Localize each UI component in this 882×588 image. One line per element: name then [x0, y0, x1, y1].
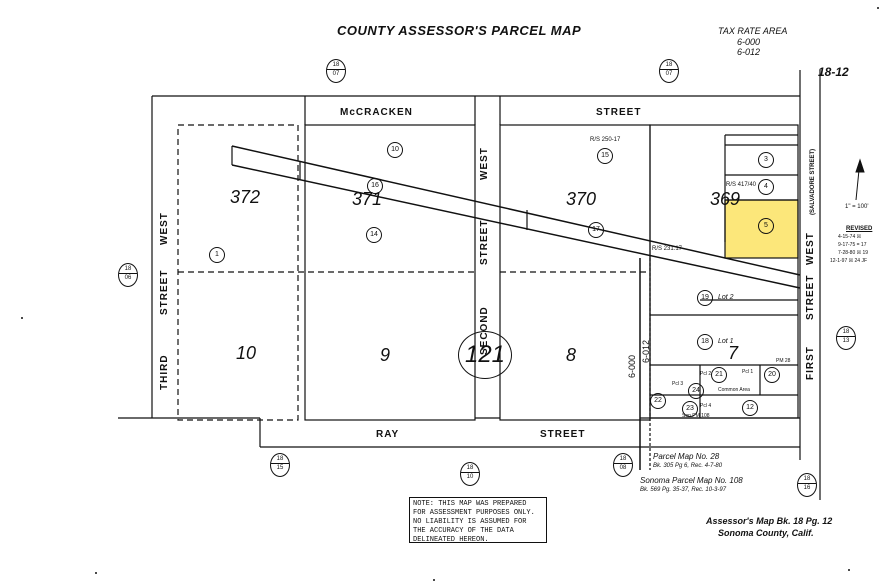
block-7: 7	[728, 343, 739, 363]
map-tag-top: 18	[327, 60, 345, 70]
lot-2-label: Lot 2	[718, 294, 734, 301]
revised-entry: 12-1-97 ☒ 24 JF	[830, 258, 867, 264]
parcel-18[interactable]: 18	[697, 334, 713, 350]
common-area-label: Common Area	[718, 387, 750, 393]
block-9: 9	[380, 345, 391, 365]
street-first-west: WEST	[805, 232, 816, 265]
parcel-19[interactable]: 19	[697, 290, 713, 306]
pcl2-label: Pcl 2	[700, 371, 712, 377]
map-tag-top: 18	[837, 327, 855, 337]
street-third-west: WEST	[159, 212, 170, 245]
map-tag-bot: 07	[332, 71, 340, 77]
map-tag-bot: 15	[276, 465, 284, 471]
parcel-24[interactable]: 24	[688, 383, 704, 399]
parcel-3[interactable]: 3	[758, 152, 774, 168]
street-third: THIRD	[159, 354, 170, 390]
revised-entry: 7-28-80 ☒ 19	[838, 250, 869, 256]
map-tag-bot: 10	[466, 474, 474, 480]
parcel-17[interactable]: 17	[588, 222, 604, 238]
map-tag-top: 18	[660, 60, 678, 70]
street-second-street: STREET	[479, 219, 490, 265]
street-first-street: STREET	[805, 274, 816, 320]
map-tag-top: 18	[461, 463, 479, 473]
street-salvador: (SALVADORE STREET)	[810, 148, 816, 215]
map-tag-bot: 06	[124, 275, 132, 281]
pm108-title: Sonoma Parcel Map No. 108	[640, 476, 743, 485]
map-tag-bot: 13	[842, 338, 850, 344]
map-title: COUNTY ASSESSOR'S PARCEL MAP	[337, 23, 582, 38]
map-tag-top: 18	[271, 454, 289, 464]
pcl3-label: Pcl 3	[672, 381, 684, 387]
parcel-4[interactable]: 4	[758, 179, 774, 195]
pm28-ref: Bk. 305 Pg 6, Rec. 4-7-80	[653, 463, 723, 469]
map-tag-top: 18	[798, 474, 816, 484]
street-third-street: STREET	[159, 269, 170, 315]
map-tag-bot: 16	[803, 485, 811, 491]
block-8: 8	[566, 345, 577, 365]
parcel-10[interactable]: 10	[387, 142, 403, 158]
pm28-label: PM 28	[776, 358, 791, 364]
parcel-16[interactable]: 16	[367, 178, 383, 194]
parcel-5[interactable]: 5	[758, 218, 774, 234]
block-369: 369	[710, 189, 741, 209]
lot-1-label: Lot 1	[718, 338, 734, 345]
disclaimer-note: NOTE: THIS MAP WAS PREPARED FOR ASSESSME…	[409, 497, 547, 544]
map-tag-top: 18	[614, 454, 632, 464]
parcel-21[interactable]: 21	[711, 367, 727, 383]
block-370: 370	[566, 189, 597, 209]
block-10: 10	[236, 343, 257, 363]
rs-231-note: R/S 231.17	[652, 246, 683, 252]
map-tag-top: 18	[119, 264, 137, 274]
block-371: 371	[352, 189, 383, 209]
parcel-20[interactable]: 20	[764, 367, 780, 383]
rs-250-note: R/S 250-17	[590, 137, 621, 143]
footer-book-page: Assessor's Map Bk. 18 Pg. 12	[706, 516, 833, 526]
revised-entry: 4-15-74 ☒	[838, 234, 862, 240]
street-first: FIRST	[805, 346, 816, 380]
map-id: 18-12	[818, 65, 849, 79]
area-6000-label: 6-000	[627, 354, 637, 378]
parcel-14[interactable]: 14	[366, 227, 382, 243]
parcel-22[interactable]: 22	[650, 393, 666, 409]
pcl4-label: Pcl 4	[700, 403, 712, 409]
parcel-12[interactable]: 12	[742, 400, 758, 416]
street-ray: RAY	[376, 429, 400, 440]
street-second-west: WEST	[479, 147, 490, 180]
street-top-label: STREET	[596, 107, 642, 118]
pm108-ref: Bk. 569 Pg. 35-37, Rec. 10-3-97	[640, 487, 727, 493]
rs-417-note: R/S 417/40	[726, 182, 757, 188]
parcel-1[interactable]: 1	[209, 247, 225, 263]
scale-label: 1" = 100'	[845, 204, 869, 210]
area-6012-label: 6-012	[641, 339, 651, 363]
revised-label: REVISED	[846, 226, 873, 232]
tax-rate-area-2: 6-012	[737, 47, 761, 57]
map-tag-bot: 08	[619, 465, 627, 471]
parcel-15[interactable]: 15	[597, 148, 613, 164]
tax-rate-area-1: 6-000	[737, 37, 761, 47]
street-bottom-label: STREET	[540, 429, 586, 440]
parcel-23[interactable]: 23	[682, 401, 698, 417]
pcl1-label: Pcl 1	[742, 369, 754, 375]
block-121: 121	[458, 331, 512, 379]
pm28-title: Parcel Map No. 28	[653, 452, 720, 461]
son-pm-label: Son PM 108	[682, 413, 710, 419]
map-tag-bot: 07	[665, 71, 673, 77]
street-mccracken: McCRACKEN	[340, 107, 413, 118]
tax-rate-area-label: TAX RATE AREA	[718, 26, 788, 36]
block-372: 372	[230, 187, 261, 207]
revised-entry: 9-17-75 = 17	[838, 242, 867, 248]
footer-county: Sonoma County, Calif.	[718, 528, 814, 538]
